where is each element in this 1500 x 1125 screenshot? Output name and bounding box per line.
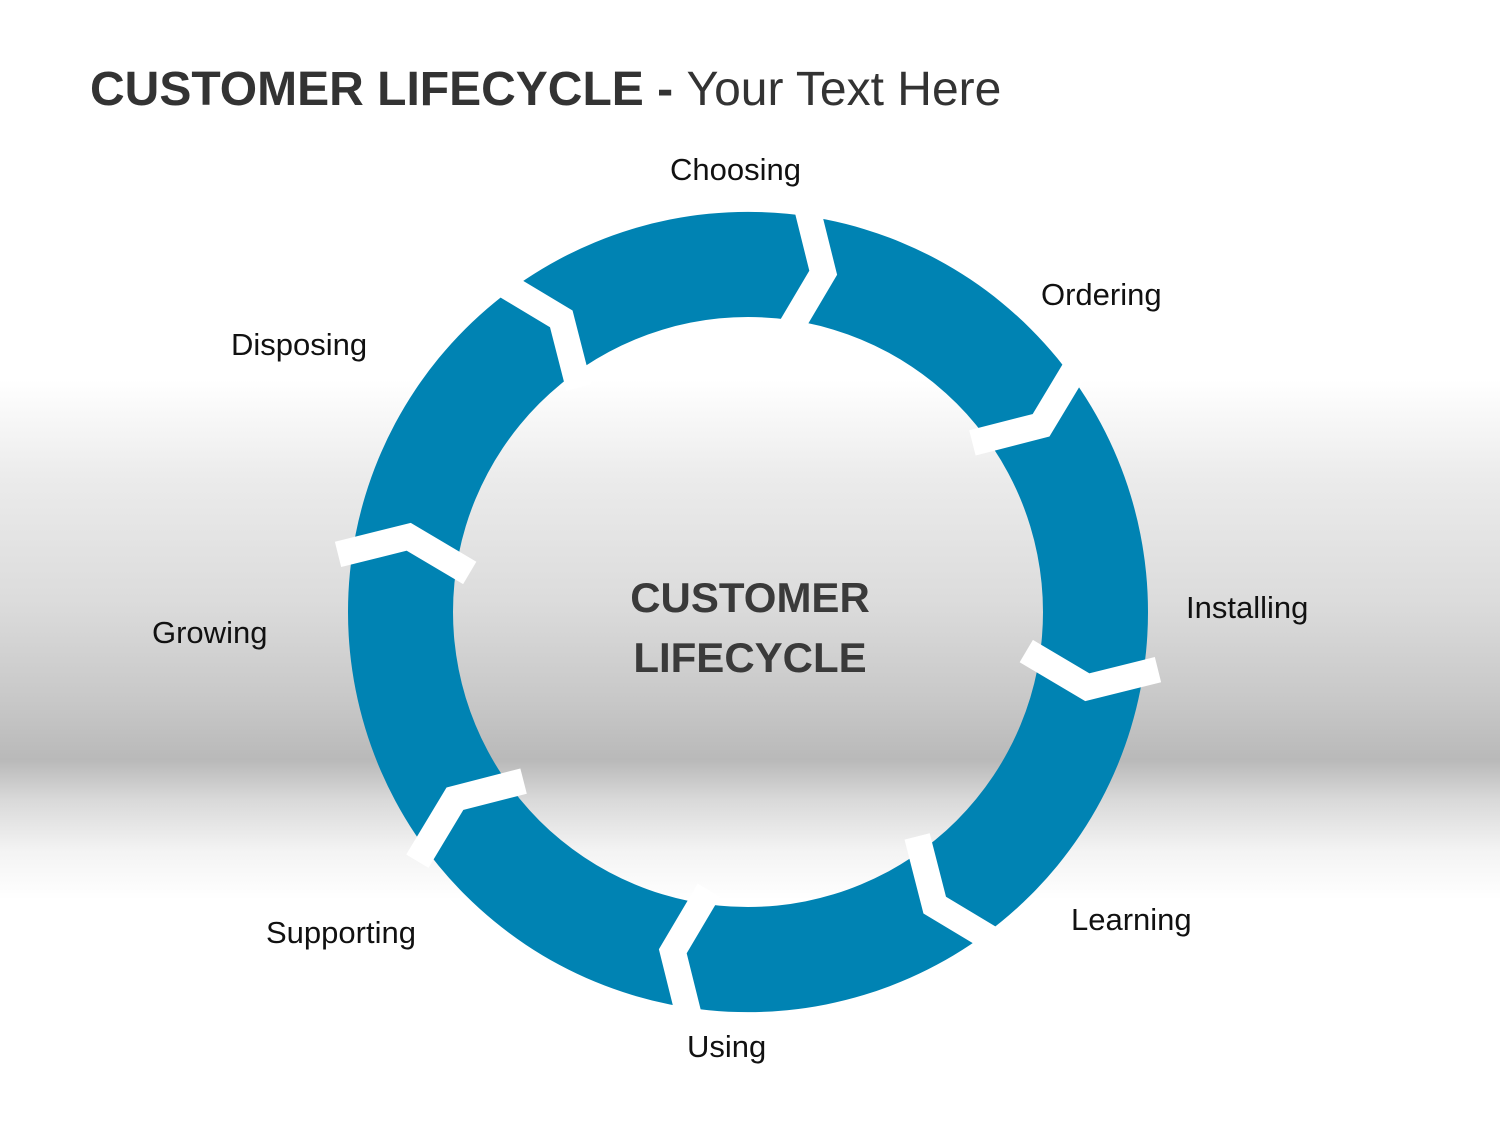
stage-separator-chevron bbox=[492, 270, 592, 391]
stage-separator-chevron bbox=[334, 522, 477, 585]
stage-separator-chevron bbox=[969, 356, 1090, 456]
stage-label-supporting: Supporting bbox=[266, 915, 416, 950]
stage-label-learning: Learning bbox=[1071, 902, 1192, 937]
center-label: CUSTOMER LIFECYCLE bbox=[560, 568, 940, 688]
stage-label-growing: Growing bbox=[152, 615, 268, 650]
stage-separators bbox=[334, 198, 1162, 1026]
page-title: CUSTOMER LIFECYCLE - Your Text Here bbox=[90, 62, 1001, 117]
stage-label-ordering: Ordering bbox=[1041, 277, 1162, 312]
stage-separator-chevron bbox=[1019, 639, 1162, 702]
stage-label-disposing: Disposing bbox=[231, 327, 368, 362]
page-title-bold: CUSTOMER LIFECYCLE bbox=[90, 63, 644, 116]
stage-separator-chevron bbox=[775, 198, 838, 341]
stage-separator-chevron bbox=[658, 883, 721, 1026]
center-label-line2: LIFECYCLE bbox=[633, 634, 867, 681]
page-title-subtitle: Your Text Here bbox=[686, 63, 1002, 116]
stage-separator-chevron bbox=[406, 768, 527, 868]
center-label-line1: CUSTOMER bbox=[630, 574, 870, 621]
stage-label-installing: Installing bbox=[1186, 590, 1309, 625]
stage-label-choosing: Choosing bbox=[670, 152, 801, 187]
stage-label-using: Using bbox=[687, 1029, 767, 1064]
page-title-separator: - bbox=[643, 63, 687, 116]
stage-separator-chevron bbox=[904, 833, 1004, 954]
